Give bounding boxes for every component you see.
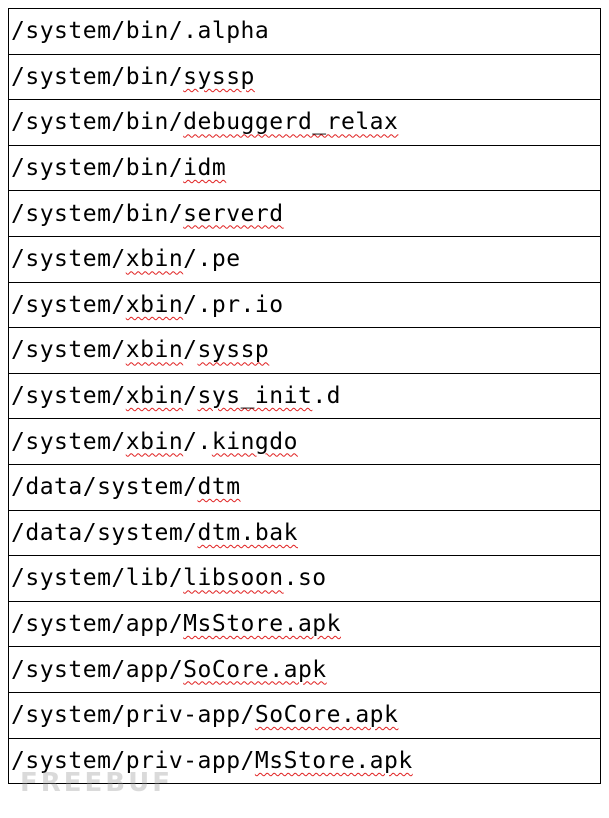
path-text: /system/priv-app/ [11,747,255,774]
path-text: /data/system/ [11,474,198,501]
file-path-cell: /system/app/SoCore.apk [8,646,601,693]
spellcheck-flagged-text: idm [183,155,227,182]
table-row: /data/system/dtm [8,463,601,511]
document-page: /system/bin/.alpha/system/bin/syssp/syst… [8,8,601,785]
path-text: /system/bin/.alpha [11,18,270,45]
spellcheck-flagged-text: xbin [125,291,184,318]
spellcheck-flagged-text: MsStore.apk [183,611,341,638]
spellcheck-flagged-text: SoCore.apk [254,702,399,729]
file-path-cell: /system/lib/libsoon.so [8,555,601,602]
table-row: /system/xbin/.pr.io [8,281,601,329]
path-text: /system/bin/ [11,63,184,90]
path-text: /system/priv-app/ [11,702,255,729]
path-text: .so [283,565,327,592]
table-row: /system/xbin/.kingdo [8,418,601,465]
path-text: /.pe [183,246,241,273]
table-row: /system/xbin/.pe [8,235,601,283]
path-text: /system/app/ [11,611,184,638]
file-path-cell: /data/system/dtm.bak [8,509,601,557]
file-path-cell: /system/priv-app/SoCore.apk [8,691,601,739]
path-text: /system/bin/ [11,155,184,182]
spellcheck-flagged-text: sys_init [197,383,313,410]
file-path-cell: /system/bin/idm [8,144,601,192]
table-row: /system/app/SoCore.apk [8,646,601,693]
table-row: /system/bin/debuggerd_relax [8,99,601,146]
spellcheck-flagged-text: xbin [125,383,184,410]
spellcheck-flagged-text: SoCore.apk [183,656,327,683]
path-text: /system/bin/ [11,200,184,227]
spellcheck-flagged-text: debuggerd_relax [183,109,399,136]
file-path-cell: /system/bin/serverd [8,190,601,237]
table-row: /system/xbin/syssp [8,327,601,374]
file-path-cell: /system/xbin/sys_init.d [8,372,601,420]
table-row: /system/app/MsStore.apk [8,600,601,648]
file-path-cell: /system/app/MsStore.apk [8,600,601,648]
spellcheck-flagged-text: serverd [183,200,284,227]
file-path-cell: /system/xbin/.pe [8,235,601,283]
spellcheck-flagged-text: syssp [183,63,255,90]
spellcheck-flagged-text: xbin [125,337,184,364]
spellcheck-flagged-text: MsStore.apk [254,747,413,774]
spellcheck-flagged-text: xbin [125,428,184,455]
file-path-cell: /system/xbin/.kingdo [8,418,601,465]
spellcheck-flagged-text: libsoon [183,565,284,592]
path-text: /. [183,428,212,455]
spellcheck-flagged-text: dtm [197,474,241,501]
path-text: / [183,383,198,410]
table-row: /system/priv-app/MsStore.apk [8,737,601,785]
path-text: / [183,337,198,364]
path-text: .d [312,383,342,410]
spellcheck-flagged-text: kingdo [211,428,298,455]
table-row: /system/bin/serverd [8,190,601,237]
path-text: /system/ [11,246,126,273]
path-text: /data/system/ [11,519,198,546]
table-row: /system/lib/libsoon.so [8,555,601,602]
path-text: /system/ [11,428,126,455]
spellcheck-flagged-text: syssp [197,337,270,364]
file-path-table: /system/bin/.alpha/system/bin/syssp/syst… [8,8,601,785]
file-path-cell: /system/bin/syssp [8,53,601,101]
path-text: /system/app/ [11,656,184,683]
file-path-table-body: /system/bin/.alpha/system/bin/syssp/syst… [8,8,601,785]
path-text: /system/lib/ [11,565,184,592]
table-row: /system/bin/syssp [8,53,601,101]
file-path-cell: /data/system/dtm [8,463,601,511]
table-row: /system/priv-app/SoCore.apk [8,691,601,739]
table-row: /system/xbin/sys_init.d [8,372,601,420]
file-path-cell: /system/xbin/syssp [8,327,601,374]
path-text: /system/ [11,337,126,364]
spellcheck-flagged-text: xbin [125,246,184,273]
path-text: /system/ [11,291,126,318]
table-row: /data/system/dtm.bak [8,509,601,557]
spellcheck-flagged-text: dtm.bak [197,519,298,546]
path-text: /system/bin/ [11,109,184,136]
file-path-cell: /system/bin/.alpha [8,8,601,55]
table-row: /system/bin/idm [8,144,601,192]
table-row: /system/bin/.alpha [8,8,601,55]
file-path-cell: /system/bin/debuggerd_relax [8,99,601,146]
path-text: /.pr.io [183,291,284,318]
file-path-cell: /system/xbin/.pr.io [8,281,601,329]
file-path-cell: /system/priv-app/MsStore.apk [8,737,601,785]
path-text: /system/ [11,383,126,410]
